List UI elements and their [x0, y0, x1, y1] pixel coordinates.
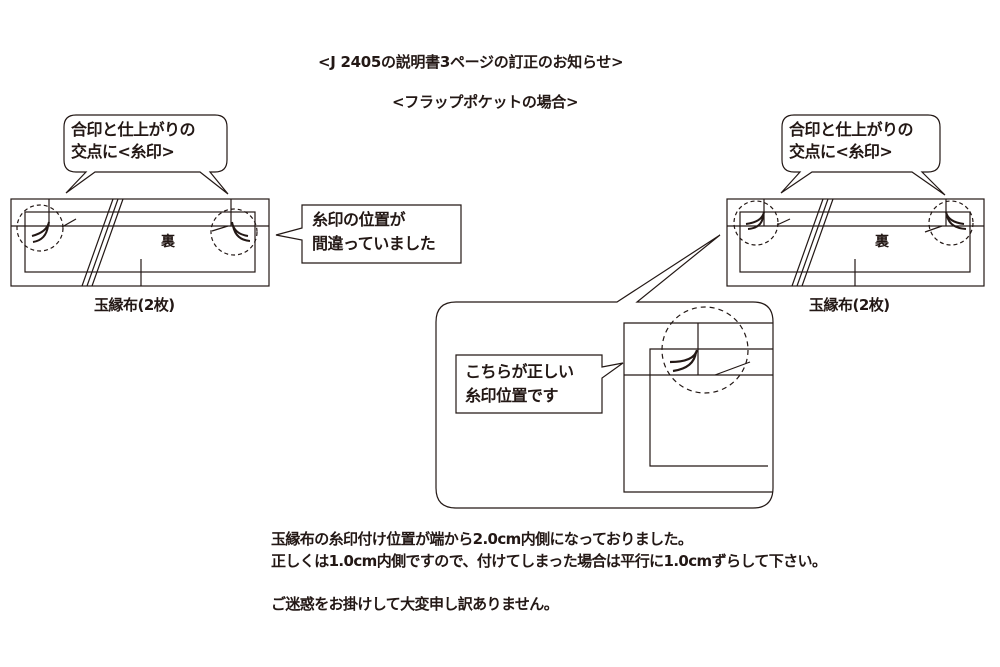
right-callout-bubble	[780, 114, 946, 196]
thread-mark-icon	[946, 215, 967, 230]
right-break-line	[801, 198, 834, 287]
notice-line2: 正しくは1.0cm内側ですので、付けてしまった場合は平行に1.0cmずらして下さ…	[271, 552, 827, 570]
right-leader-line	[924, 225, 943, 233]
right-thread-mark-icon	[231, 221, 249, 237]
detail-callout	[435, 234, 774, 509]
left-thread-mark-icon	[31, 221, 50, 237]
right-break-line	[796, 198, 829, 287]
right-diagram	[726, 114, 985, 287]
left-thread-mark-icon	[32, 225, 49, 243]
left-back-side-label: 裏	[161, 234, 175, 250]
left-break-line	[86, 198, 119, 287]
error-note-line1: 糸印の位置が	[312, 210, 406, 229]
detail-thread-mark-icon	[669, 349, 699, 364]
left-diagram	[10, 114, 462, 287]
right-back-side-label: 裏	[875, 234, 889, 250]
correct-note-line2: 糸印位置です	[465, 386, 559, 405]
left-callout-text-line2: 交点に<糸印>	[71, 142, 175, 161]
detail-thread-mark-icon	[672, 351, 698, 373]
page-subtitle: <フラップポケットの場合>	[392, 93, 579, 111]
notice-apology: ご迷惑をお掛けして大変申し訳ありません。	[271, 595, 559, 613]
thread-mark-icon	[945, 211, 965, 225]
right-callout-text-line1: 合印と仕上がりの	[789, 120, 914, 139]
detail-leader-line	[714, 361, 751, 376]
left-callout-text-line1: 合印と仕上がりの	[71, 120, 196, 139]
right-leader-line	[776, 218, 791, 226]
correct-note-line1: こちらが正しい	[465, 362, 574, 381]
left-break-line	[91, 198, 124, 287]
error-note-box	[275, 204, 462, 264]
detail-dashed-circle	[661, 306, 749, 394]
error-note-line2: 間違っていました	[312, 234, 436, 253]
left-fabric-inner	[24, 211, 256, 273]
left-dashed-circle-b	[210, 208, 258, 256]
thread-mark-icon	[745, 211, 765, 225]
notice-line1: 玉縁布の糸印付け位置が端から2.0cm内側になっておりました。	[271, 530, 693, 548]
left-dashed-circle-a	[16, 204, 64, 252]
right-caption: 玉縁布(2枚)	[809, 296, 890, 314]
right-break-line	[791, 198, 824, 287]
thread-mark-icon	[747, 215, 764, 230]
correct-note-box	[455, 354, 624, 414]
left-leader-line	[211, 225, 229, 232]
left-leader-line	[61, 218, 77, 228]
right-dashed-circle-a	[733, 200, 779, 246]
left-caption: 玉縁布(2枚)	[94, 296, 175, 314]
left-callout-bubble	[63, 114, 229, 195]
right-thread-mark-icon	[232, 225, 251, 242]
right-dashed-circle-b	[928, 200, 974, 246]
page-title: <J 2405の説明書3ページの訂正のお知らせ>	[318, 53, 624, 71]
left-break-line	[81, 198, 114, 287]
left-fabric-outer	[10, 198, 270, 287]
right-callout-text-line2: 交点に<糸印>	[789, 142, 893, 161]
detail-fabric-inner	[649, 348, 773, 467]
